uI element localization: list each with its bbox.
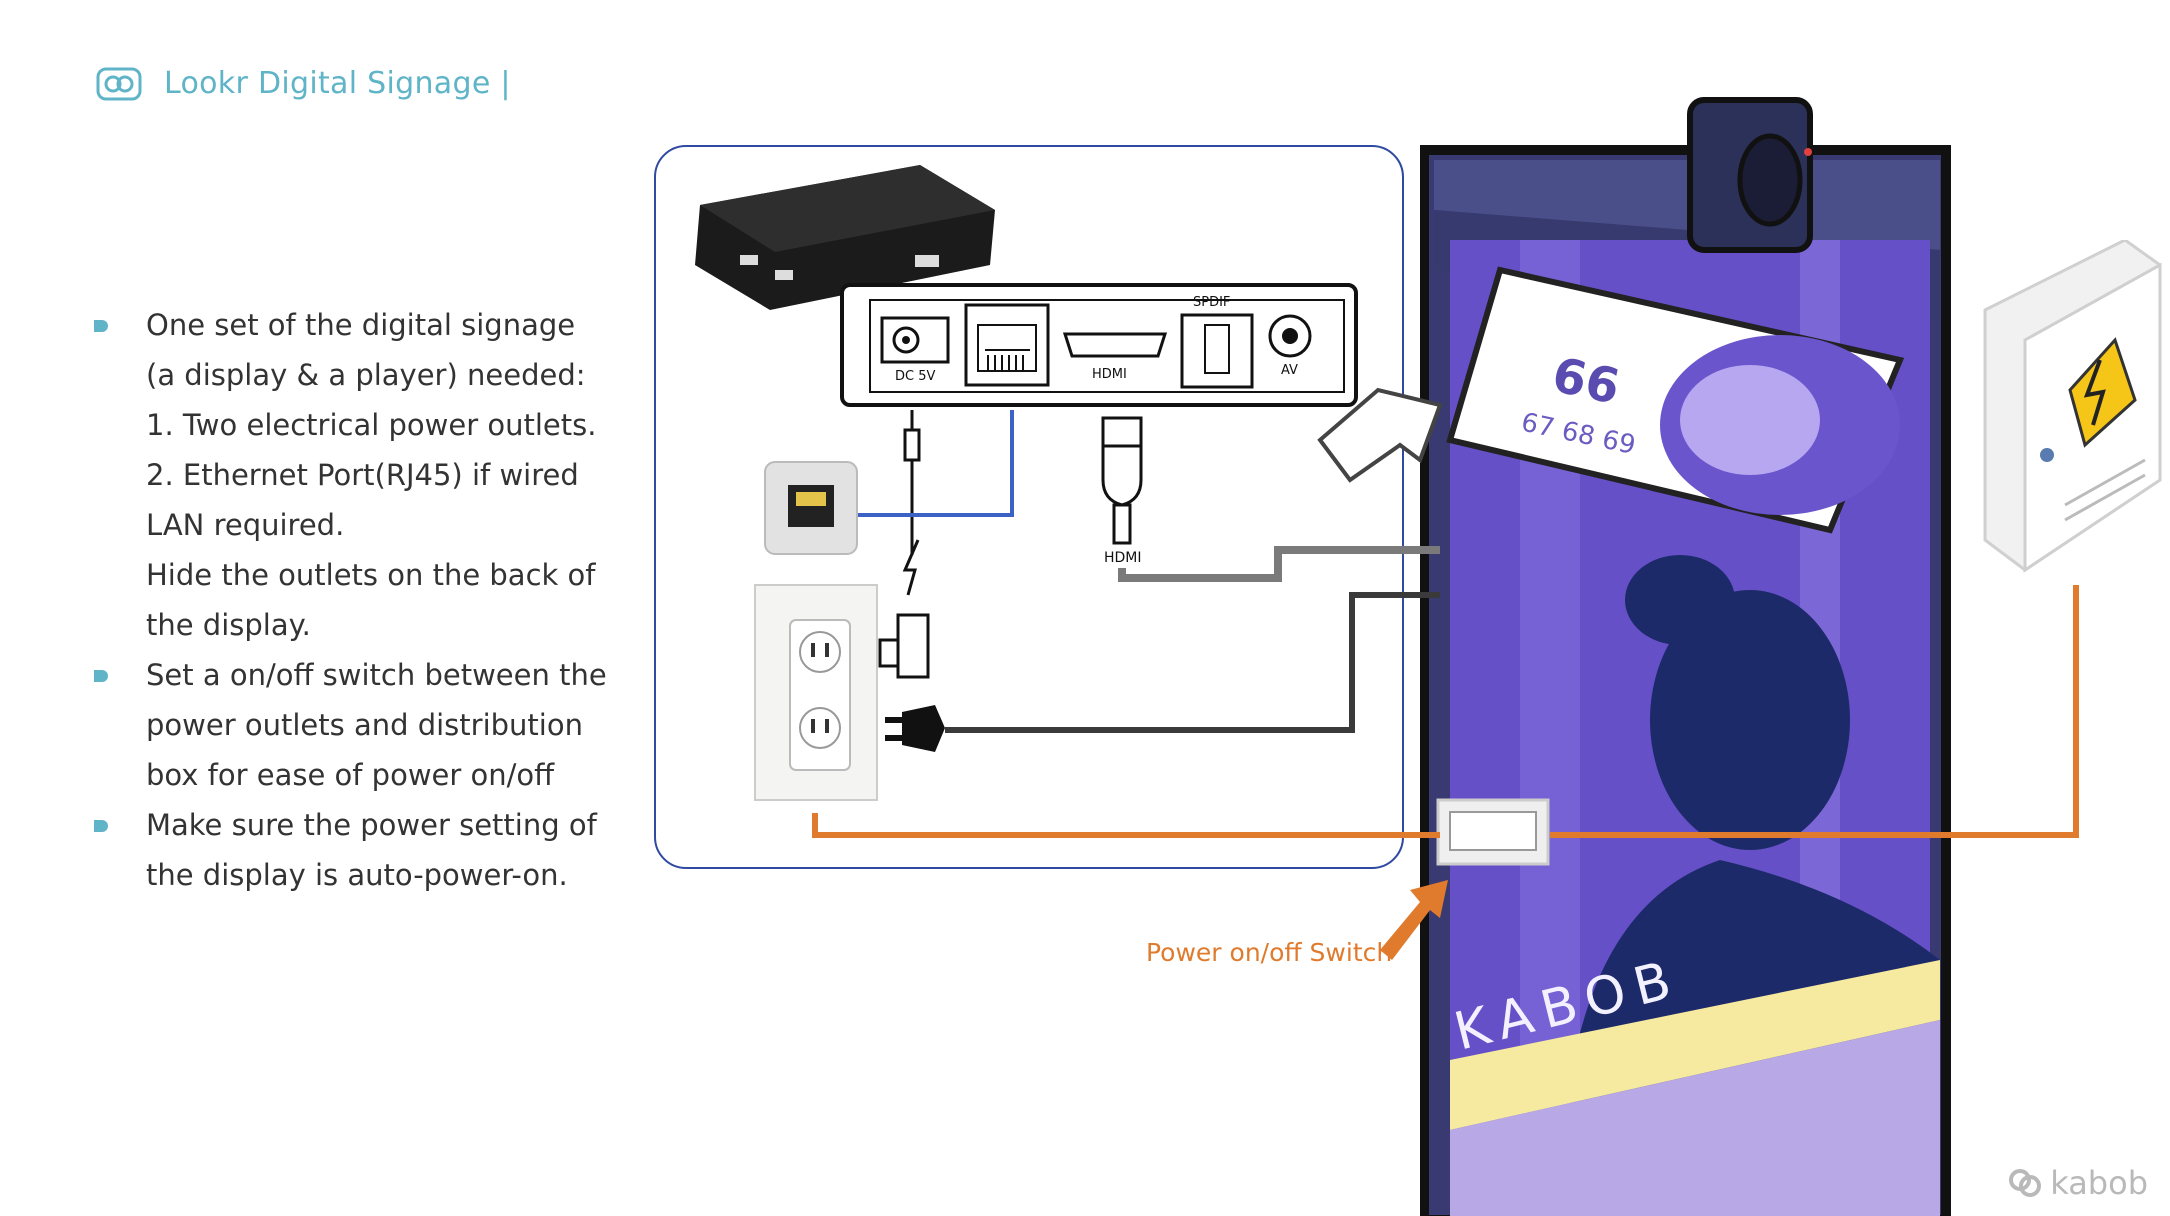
media-player bbox=[695, 165, 995, 310]
infinity-glasses-icon bbox=[96, 67, 142, 100]
dc-port-label: DC 5V bbox=[895, 369, 935, 384]
bullet-dot-icon bbox=[94, 670, 108, 682]
bullet-line: Set a on/off switch between the power ou… bbox=[146, 658, 607, 792]
bullet-dot-icon bbox=[94, 320, 108, 332]
bullet-line: 2. Ethernet Port(RJ45) if wired LAN requ… bbox=[146, 458, 579, 542]
hdmi-port: HDMI bbox=[1062, 332, 1168, 382]
power-outlet bbox=[754, 584, 878, 801]
price-main: 66 bbox=[1548, 347, 1625, 416]
bullet-item: Make sure the power setting of the displ… bbox=[92, 800, 612, 900]
header: Lookr Digital Signage | bbox=[96, 66, 511, 101]
footer-logo-text: kabob bbox=[2050, 1164, 2148, 1202]
bullet-item: One set of the digital signage (a displa… bbox=[92, 300, 612, 650]
switch-label: Power on/off Switch bbox=[1146, 938, 1393, 967]
distribution-box-illustration bbox=[1983, 240, 2162, 573]
hdmi-cable-label: HDMI bbox=[1104, 550, 1142, 566]
spdif-port: SPDIF bbox=[1180, 295, 1254, 389]
hdmi-port-label: HDMI bbox=[1092, 367, 1127, 382]
bullet-line: Make sure the power setting of the displ… bbox=[146, 808, 597, 892]
signage-display-illustration: 66 67 68 69 KABOB bbox=[1420, 97, 1951, 1216]
bullet-line: 1. Two electrical power outlets. bbox=[146, 408, 597, 442]
bullet-list: One set of the digital signage (a displa… bbox=[92, 300, 612, 900]
ethernet-port bbox=[964, 303, 1050, 387]
bullet-line: Hide the outlets on the back of the disp… bbox=[146, 558, 596, 642]
kabob-logo-icon bbox=[2009, 1169, 2042, 1197]
bullet-line: One set of the digital signage (a displa… bbox=[146, 308, 586, 392]
hdmi-cable: HDMI bbox=[1101, 416, 1143, 566]
dc-port: DC 5V bbox=[880, 316, 950, 384]
ethernet-wall-jack bbox=[764, 461, 858, 555]
av-port-label: AV bbox=[1281, 363, 1298, 378]
spdif-port-label: SPDIF bbox=[1193, 295, 1230, 310]
page-title: Lookr Digital Signage | bbox=[164, 66, 511, 101]
bullet-dot-icon bbox=[94, 820, 108, 832]
footer-logo: kabob bbox=[2008, 1164, 2148, 1202]
bullet-item: Set a on/off switch between the power ou… bbox=[92, 650, 612, 800]
av-port: AV bbox=[1268, 314, 1312, 378]
